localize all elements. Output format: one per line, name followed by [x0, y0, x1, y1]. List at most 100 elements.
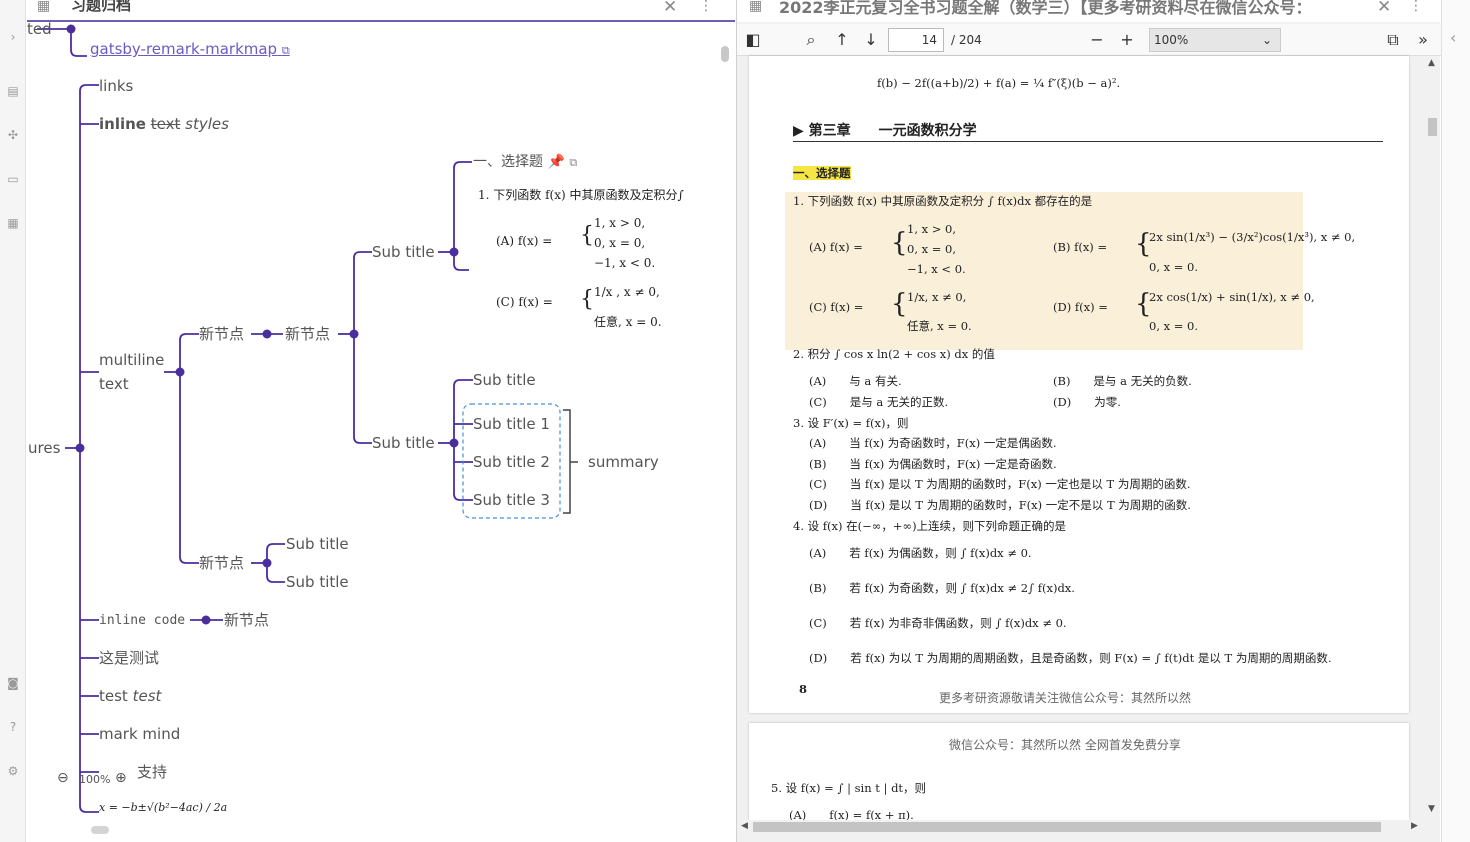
mindmap-title-bar: ▦ 习题归档 ✕ ⋮	[27, 0, 735, 22]
section-heading: 一、选择题	[793, 166, 851, 180]
q1-a-case-3: −1, x < 0.	[907, 262, 966, 276]
screenshot-icon[interactable]: ◙	[7, 676, 19, 690]
more-vertical-icon[interactable]: ⋮	[1409, 0, 1423, 14]
node-subtitle-upper[interactable]: Sub title	[372, 243, 435, 261]
node-subtitle-3[interactable]: Sub title 3	[473, 491, 550, 509]
chapter-heading: ▶ 第三章 一元函数积分学	[793, 123, 977, 139]
q2-option-d: (D) 为零.	[1053, 395, 1121, 409]
search-icon[interactable]: ⌕	[806, 30, 816, 49]
brace-icon: {	[891, 289, 908, 319]
node-subtitle-lower[interactable]: Sub title	[372, 434, 435, 452]
node-summary[interactable]: summary	[588, 453, 659, 471]
outline-icon[interactable]: ▤	[7, 84, 19, 98]
scroll-down-icon[interactable]: ▼	[1428, 804, 1435, 814]
help-icon[interactable]: ?	[9, 720, 17, 734]
q1-b-case-2: 0, x = 0.	[1149, 260, 1199, 274]
node-xinjiedian-a[interactable]: 新节点	[199, 325, 245, 343]
mindmap-app-icon: ▦	[37, 0, 51, 14]
node-markmind[interactable]: mark mind	[99, 725, 181, 743]
expand-chevron-icon[interactable]: ›	[10, 30, 16, 44]
mindmap-panel: ▦ 习题归档 ✕ ⋮ ted gatsby-remark-markmap ⧉ l…	[27, 0, 735, 842]
node-subtitle-plain[interactable]: Sub title	[473, 371, 536, 389]
node-xinjiedian-d[interactable]: 新节点	[224, 611, 270, 629]
pdf-horizontal-scroll-thumb[interactable]	[753, 822, 1381, 832]
scroll-left-icon[interactable]: ◀	[741, 821, 748, 831]
q1-option-c-label: (C) f(x) =	[496, 295, 553, 309]
pdf-horizontal-scrollbar[interactable]: ◀ ▶	[737, 820, 1424, 834]
q1-d-case-2: 0, x = 0.	[1149, 319, 1199, 333]
node-inline-code[interactable]: inline code	[99, 613, 186, 628]
zoom-in-icon[interactable]: ⊕	[115, 770, 127, 786]
next-page-icon[interactable]: ↓	[864, 30, 878, 49]
mindmap-zoom-control: ⊖ 100% ⊕	[53, 770, 133, 790]
q1-a-case-2: 0, x = 0,	[907, 242, 957, 256]
settings-gear-icon[interactable]: ⚙	[7, 764, 19, 778]
node-multiline-2[interactable]: text	[99, 375, 129, 393]
zoom-out-icon[interactable]: ⊖	[57, 770, 69, 786]
q1-stem: 1. 下列函数 f(x) 中其原函数及定积分 ∫ f(x)dx 都存在的是	[793, 194, 1093, 208]
more-vertical-icon[interactable]: ⋮	[699, 0, 713, 14]
node-subtitle-c2[interactable]: Sub title	[286, 573, 349, 591]
sidebar-toggle-icon[interactable]: ◧	[745, 30, 761, 49]
pdf-vertical-scrollbar[interactable]: ▲ ▼	[1424, 56, 1440, 820]
node-xinjiedian-b[interactable]: 新节点	[285, 325, 331, 343]
cards-icon[interactable]: ▭	[7, 172, 19, 186]
pdf-viewer-panel: ▦ 2022李正元复习全书习题全解（数学三）【更多考研资料尽在微信公众号： ✕ …	[736, 0, 1441, 842]
close-icon[interactable]: ✕	[1373, 0, 1396, 17]
tools-menu-icon[interactable]: »	[1418, 30, 1428, 49]
previous-page-icon[interactable]: ↑	[835, 30, 849, 49]
q3-option-a: (A) 当 f(x) 为奇函数时，F(x) 一定是偶函数.	[809, 436, 1057, 450]
node-subtitle-2[interactable]: Sub title 2	[473, 453, 550, 471]
page-footer: 更多考研资源敬请关注微信公众号：其然所以然	[939, 691, 1192, 705]
zoom-select[interactable]: 100%⌄	[1149, 28, 1281, 52]
q1-c-case-1: 1/x , x ≠ 0,	[594, 285, 660, 299]
chapter-rule	[793, 141, 1383, 142]
blocks-icon[interactable]: ▦	[7, 216, 19, 230]
q1-b-case-1: 2x sin(1/x³) − (3/x²)cos(1/x³), x ≠ 0,	[1149, 230, 1356, 244]
q3-option-b: (B) 当 f(x) 为偶函数时，F(x) 一定是奇函数.	[809, 457, 1057, 471]
graph-icon[interactable]: ✣	[7, 128, 19, 142]
brace-icon: {	[891, 228, 908, 258]
q3-option-c: (C) 当 f(x) 是以 T 为周期的函数时，F(x) 一定也是以 T 为周期…	[809, 477, 1191, 491]
pdf-vertical-scroll-thumb[interactable]	[1428, 118, 1437, 136]
node-multiline-1[interactable]: multiline	[99, 351, 165, 369]
q1-a-case-3: −1, x < 0.	[594, 256, 656, 270]
scroll-right-icon[interactable]: ▶	[1411, 821, 1418, 831]
q2-stem: 2. 积分 ∫ cos x ln(2 + cos x) dx 的值	[793, 347, 995, 361]
pdf-page-8: f(b) − 2f((a+b)/2) + f(a) = ¼ f″(ξ)(b − …	[749, 56, 1409, 713]
node-links[interactable]: links	[99, 77, 134, 95]
mindmap-vertical-scrollbar[interactable]	[721, 46, 729, 62]
q5-stem: 5. 设 f(x) = ∫ | sin t | dt，则	[771, 781, 927, 795]
q1-d-label: (D) f(x) =	[1053, 300, 1108, 314]
node-xinjiedian-c[interactable]: 新节点	[199, 554, 245, 572]
q4-option-a: (A) 若 f(x) 为偶函数，则 ∫ f(x)dx ≠ 0.	[809, 546, 1032, 560]
node-ted[interactable]: ted	[27, 20, 52, 38]
q1-c-case-1: 1/x, x ≠ 0,	[907, 290, 967, 304]
page-total: / 204	[951, 33, 982, 47]
collapse-chevron-icon[interactable]: ‹	[1450, 28, 1457, 47]
node-subtitle-c1[interactable]: Sub title	[286, 535, 349, 553]
external-link-icon: ⧉	[569, 156, 578, 169]
node-zhichi[interactable]: 支持	[137, 763, 168, 781]
node-gatsby-link[interactable]: gatsby-remark-markmap ⧉	[90, 40, 290, 58]
scroll-up-icon[interactable]: ▲	[1428, 58, 1435, 68]
node-xuanzeti[interactable]: 一、选择题 📌 ⧉	[473, 154, 578, 170]
pdf-toolbar: ◧ ⌕ ↑ ↓ 14 / 204 − + 100%⌄ ⧉ »	[737, 24, 1441, 56]
question-1-highlight	[785, 192, 1303, 350]
node-formula[interactable]: x = −b±√(b²−4ac) / 2a	[99, 801, 228, 814]
page-number-input[interactable]: 14	[888, 28, 944, 52]
q4-option-b: (B) 若 f(x) 为奇函数，则 ∫ f(x)dx ≠ 2∫ f(x)dx.	[809, 581, 1075, 595]
mindmap-title: 习题归档	[71, 0, 132, 14]
mindmap-horizontal-scrollbar[interactable]	[91, 826, 109, 834]
zoom-out-icon[interactable]: −	[1090, 30, 1104, 49]
node-test[interactable]: test test	[99, 687, 162, 705]
node-ceshi[interactable]: 这是测试	[99, 649, 160, 667]
q3-stem: 3. 设 F′(x) = f(x)，则	[793, 416, 909, 430]
presentation-mode-icon[interactable]: ⧉	[1387, 30, 1399, 49]
zoom-in-icon[interactable]: +	[1120, 30, 1134, 49]
q1-a-case-1: 1, x > 0,	[907, 222, 957, 236]
node-inline-text-styles[interactable]: inline text styles	[99, 115, 229, 133]
close-icon[interactable]: ✕	[663, 0, 678, 17]
node-ures[interactable]: ures	[28, 439, 61, 457]
node-subtitle-1[interactable]: Sub title 1	[473, 415, 550, 433]
